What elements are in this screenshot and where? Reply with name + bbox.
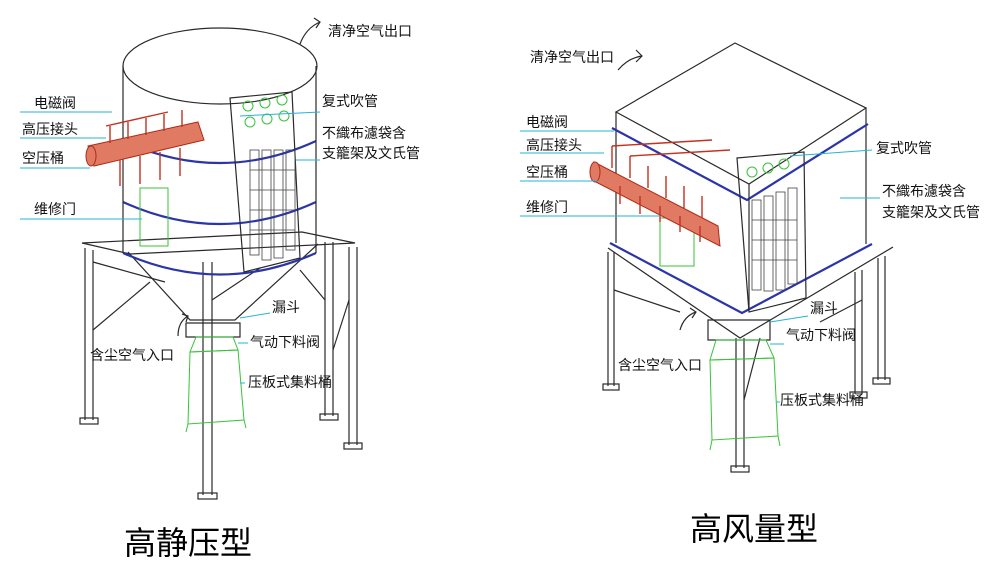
- left-label-hp-joint: 高压接头: [22, 121, 78, 138]
- right-inlet-arrow: [679, 307, 697, 331]
- left-blow-pipes: [242, 94, 290, 128]
- right-label-blow-pipe: 复式吹管: [876, 140, 932, 157]
- right-filter-bags: [751, 187, 798, 292]
- right-label-hopper: 漏斗: [810, 301, 838, 317]
- right-box-body: [609, 42, 873, 451]
- left-inlet-arrow: [177, 313, 189, 337]
- left-air-tank: [85, 110, 205, 186]
- right-title: 高风量型: [690, 510, 818, 548]
- right-label-clean-outlet: 清净空气出口: [530, 50, 614, 66]
- right-air-tank: [589, 139, 731, 247]
- left-collector-drawing: [79, 17, 363, 500]
- right-label-bag-line1: 不織布濾袋含: [882, 184, 966, 200]
- right-label-door: 维修门: [526, 200, 568, 216]
- left-label-bag-line1: 不織布濾袋含: [322, 126, 406, 142]
- left-maintenance-door: [139, 187, 169, 247]
- left-label-dust-inlet: 含尘空气入口: [90, 348, 174, 364]
- right-label-bag-line2: 支籠架及文氏管: [882, 205, 980, 221]
- right-label-air-tank: 空压桶: [526, 165, 568, 181]
- right-label-bin: 压板式集料桶: [780, 392, 864, 409]
- right-label-valve: 气动下料阀: [786, 328, 856, 344]
- left-hopper: [127, 243, 319, 321]
- right-labels: 清净空气出口 电磁阀 高压接头 空压桶 维修门 复式吹管 不織布濾袋含 支籠架及…: [526, 50, 980, 548]
- left-label-blow-pipe: 复式吹管: [322, 93, 378, 110]
- right-collector-drawing: [589, 42, 894, 473]
- left-label-clean-outlet: 清净空气出口: [328, 24, 412, 40]
- left-outlet-arrow: [299, 17, 321, 45]
- left-label-solenoid: 电磁阀: [34, 96, 76, 112]
- right-label-dust-inlet: 含尘空气入口: [618, 358, 702, 374]
- left-collection-bin: [187, 349, 245, 425]
- left-label-hopper: 漏斗: [272, 300, 300, 316]
- right-leader-lines: [520, 130, 880, 403]
- right-blow-pipes: [746, 158, 790, 178]
- right-support-frame: [602, 246, 894, 473]
- left-label-bin: 压板式集料桶: [248, 374, 332, 391]
- left-label-air-tank: 空压桶: [22, 151, 64, 167]
- left-support-frame: [79, 231, 363, 500]
- right-outlet-arrow: [617, 49, 643, 71]
- left-label-valve: 气动下料阀: [250, 335, 320, 351]
- left-leader-lines: [20, 111, 321, 384]
- left-label-door: 维修门: [34, 202, 76, 218]
- left-labels: 清净空气出口 电磁阀 高压接头 空压桶 维修门 复式吹管 不織布濾袋含 支籠架及…: [22, 24, 420, 562]
- left-title: 高静压型: [124, 524, 252, 562]
- right-label-solenoid: 电磁阀: [526, 115, 568, 131]
- left-label-bag-line2: 支籠架及文氏管: [322, 146, 420, 162]
- left-filter-bags: [249, 149, 296, 261]
- right-label-hp-joint: 高压接头: [526, 137, 582, 154]
- left-cylinder-body: [122, 27, 318, 433]
